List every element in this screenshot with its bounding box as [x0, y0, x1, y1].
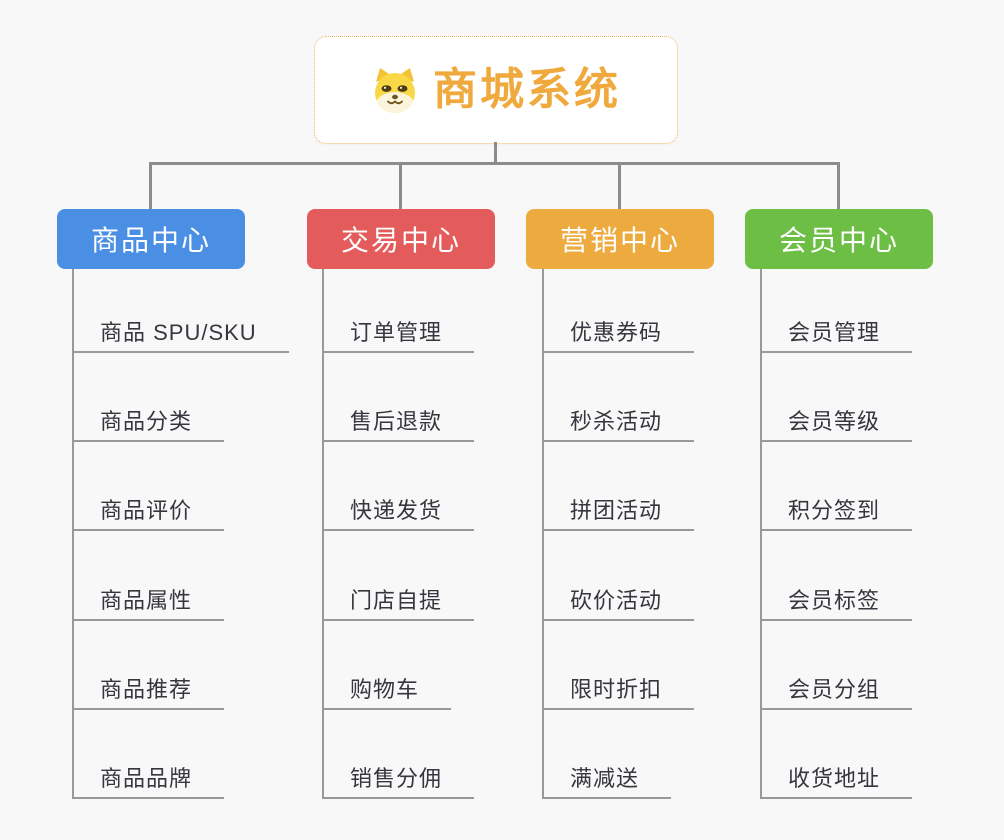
leaf-node[interactable]: 商品属性 [72, 581, 225, 621]
leaf-node[interactable]: 限时折扣 [542, 670, 695, 710]
leaf-node[interactable]: 销售分佣 [322, 759, 475, 799]
branch-node-product-center[interactable]: 商品中心 [57, 209, 245, 269]
leaf-node[interactable]: 满减送 [542, 759, 672, 799]
root-node-title: 商城系统 [433, 65, 621, 114]
connector-drop-member [837, 165, 840, 209]
connector-rail [149, 162, 840, 165]
leaf-node[interactable]: 砍价活动 [542, 581, 695, 621]
leaf-node[interactable]: 商品 SPU/SKU [72, 313, 289, 353]
leaf-node[interactable]: 优惠券码 [542, 313, 695, 353]
leaf-node[interactable]: 门店自提 [322, 581, 475, 621]
leaf-node[interactable]: 会员管理 [760, 313, 913, 353]
dog-face-icon [375, 68, 415, 113]
leaf-node[interactable]: 快递发货 [322, 491, 475, 531]
branch-node-member-center[interactable]: 会员中心 [745, 209, 933, 269]
connector-drop-marketing [618, 165, 621, 209]
connector-spine-marketing [542, 269, 544, 799]
leaf-node[interactable]: 购物车 [322, 670, 452, 710]
leaf-node[interactable]: 会员分组 [760, 670, 913, 710]
leaf-node[interactable]: 商品品牌 [72, 759, 225, 799]
leaf-node[interactable]: 积分签到 [760, 491, 913, 531]
leaf-node[interactable]: 商品分类 [72, 402, 225, 442]
leaf-node[interactable]: 会员标签 [760, 581, 913, 621]
connector-drop-product [149, 165, 152, 209]
leaf-node[interactable]: 订单管理 [322, 313, 475, 353]
root-node-mall-system[interactable]: 商城系统 [314, 36, 678, 144]
leaf-node[interactable]: 售后退款 [322, 402, 475, 442]
leaf-node[interactable]: 秒杀活动 [542, 402, 695, 442]
branch-node-trade-center[interactable]: 交易中心 [307, 209, 495, 269]
connector-drop-trade [399, 165, 402, 209]
connector-spine-product [72, 269, 74, 799]
leaf-node[interactable]: 商品评价 [72, 491, 225, 531]
leaf-node[interactable]: 收货地址 [760, 759, 913, 799]
leaf-node[interactable]: 会员等级 [760, 402, 913, 442]
connector-spine-trade [322, 269, 324, 799]
leaf-node[interactable]: 拼团活动 [542, 491, 695, 531]
branch-node-marketing-center[interactable]: 营销中心 [526, 209, 714, 269]
leaf-node[interactable]: 商品推荐 [72, 670, 225, 710]
connector-root-drop [494, 142, 497, 163]
connector-spine-member [760, 269, 762, 799]
